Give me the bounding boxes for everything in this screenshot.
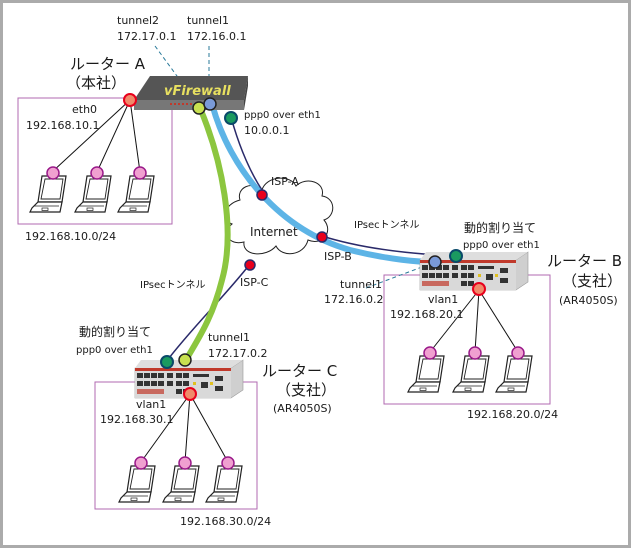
isp-a-port	[256, 189, 268, 201]
router-c-lan-if: vlan1	[136, 398, 167, 411]
router-c-tunnel-ip: 172.17.0.2	[208, 347, 268, 360]
host-laptop	[495, 355, 533, 393]
isp-b-label: ISP-B	[324, 250, 352, 263]
router-a-ppp-port	[224, 111, 238, 125]
host-laptop	[117, 175, 155, 213]
lan-b-subnet: 192.168.20.0/24	[467, 408, 559, 421]
router-b-role: （支社）	[562, 272, 623, 290]
host-laptop	[29, 175, 67, 213]
router-a-lan-if: eth0	[72, 103, 98, 116]
ipsec-tunnel-ab	[209, 103, 435, 265]
router-b-lan-port	[472, 282, 486, 296]
router-a-tunnel2-port	[192, 101, 206, 115]
router-a-wan-ip: 10.0.0.1	[244, 124, 290, 137]
host-port-dot	[134, 456, 148, 470]
router-c-tunnel1-port	[178, 353, 192, 367]
router-a-lan-port	[123, 93, 137, 107]
host-port-dot	[46, 166, 60, 180]
router-a-tunnel1-port	[203, 97, 217, 111]
internet-label: Internet	[250, 225, 298, 239]
router-b-tunnel-ip: 172.16.0.2	[324, 293, 384, 306]
isp-a-label: ISP-A	[271, 175, 299, 188]
host-port-dot	[423, 346, 437, 360]
host-port-dot	[133, 166, 147, 180]
host-laptop	[74, 175, 112, 213]
router-a-name: ルーター A	[70, 55, 146, 73]
router-a-role: （本社）	[66, 74, 127, 92]
host-laptop	[205, 465, 243, 503]
router-b-model: (AR4050S)	[559, 294, 618, 307]
isp-c-port	[244, 259, 256, 271]
vfirewall-device: vFirewall	[134, 76, 248, 110]
host-port-dot	[468, 346, 482, 360]
router-c-name: ルーター C	[262, 362, 338, 380]
router-a-tunnel1-if: tunnel1	[187, 14, 230, 27]
ipsec-tunnel-ac-label: IPsecトンネル	[140, 280, 206, 291]
host-port-dot	[511, 346, 525, 360]
router-a-tunnel2-ip: 172.17.0.1	[117, 30, 177, 43]
router-c-wan-if: ppp0 over eth1	[76, 345, 153, 356]
router-b-tunnel1-port	[428, 255, 442, 269]
lan-c-subnet: 192.168.30.0/24	[180, 515, 272, 528]
lan-a-subnet: 192.168.10.0/24	[25, 230, 117, 243]
host-laptop	[162, 465, 200, 503]
lan-b-links	[429, 289, 519, 353]
isp-b-port	[316, 231, 328, 243]
router-c-tunnel-if: tunnel1	[208, 331, 251, 344]
tunnel1b-pointer	[365, 263, 431, 289]
isp-c-label: ISP-C	[240, 276, 269, 289]
ipsec-tunnel-ac	[183, 106, 231, 362]
internet-cloud	[224, 177, 334, 255]
host-port-dot	[221, 456, 235, 470]
host-port-dot	[178, 456, 192, 470]
vfirewall-label: vFirewall	[164, 84, 231, 99]
router-b-wan-note: 動的割り当て	[464, 221, 537, 235]
lan-box-a	[17, 97, 173, 225]
router-c-role: （支社）	[276, 381, 337, 399]
router-a-tunnel1-ip: 172.16.0.1	[187, 30, 247, 43]
host-laptop	[118, 465, 156, 503]
router-b-name: ルーター B	[547, 252, 623, 270]
host-laptop	[407, 355, 445, 393]
router-b-lan-if: vlan1	[428, 293, 459, 306]
host-laptop	[452, 355, 490, 393]
router-b-ppp-port	[449, 249, 463, 263]
ppp-line-a	[230, 116, 263, 191]
host-port-dot	[90, 166, 104, 180]
router-c-wan-note: 動的割り当て	[79, 325, 152, 339]
ipsec-tunnel-ab-label: IPsecトンネル	[354, 220, 420, 231]
router-c-lan-ip: 192.168.30.1	[100, 413, 174, 426]
router-c-lan-port	[183, 387, 197, 401]
router-b-tunnel-if: tunnel1	[340, 278, 383, 291]
router-b-wan-if: ppp0 over eth1	[463, 240, 540, 251]
lan-a-links	[51, 99, 141, 173]
ppp-line-c	[165, 263, 251, 363]
router-a-wan-if: ppp0 over eth1	[244, 110, 321, 121]
router-b-lan-ip: 192.168.20.1	[390, 308, 464, 321]
router-c-model: (AR4050S)	[273, 402, 332, 415]
router-a-lan-ip: 192.168.10.1	[26, 119, 100, 132]
router-c-ppp-port	[160, 355, 174, 369]
lan-c-links	[140, 393, 229, 463]
router-a-tunnel2-if: tunnel2	[117, 14, 160, 27]
